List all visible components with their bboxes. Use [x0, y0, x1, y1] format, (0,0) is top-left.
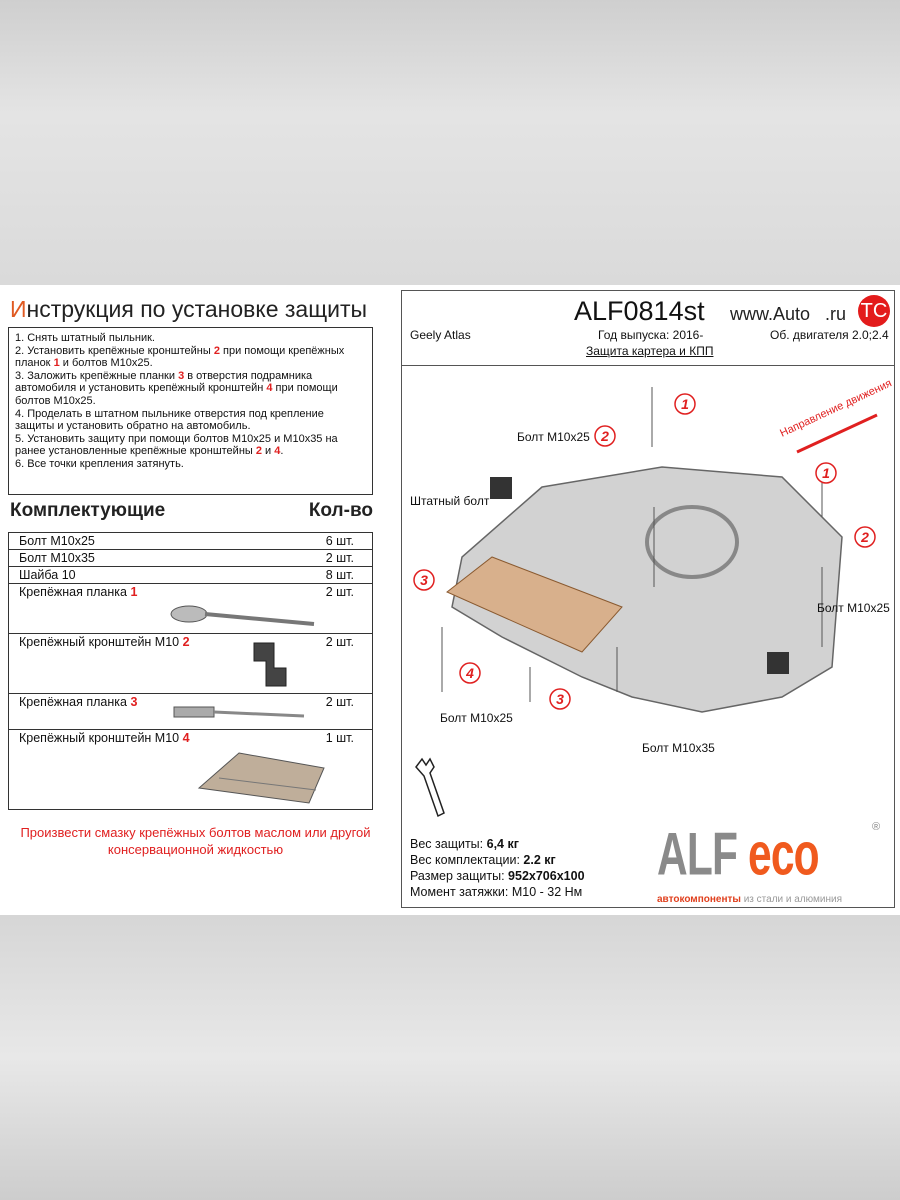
engine-volume: Об. двигателя 2.0;2.4: [770, 328, 889, 342]
mounting-strip-3-image: [173, 706, 305, 718]
divider: [402, 365, 894, 366]
left-column: Инструкция по установке защиты 1. Снять …: [8, 295, 375, 858]
model-year: Год выпуска: 2016-: [598, 328, 704, 342]
protection-type: Защита картера и КПП: [586, 344, 714, 358]
registered-mark: ®: [872, 821, 881, 833]
instruction-step: 2. Установить крепёжные кронштейны 2 при…: [15, 344, 345, 370]
spec-kit-weight: Вес комплектации: 2.2 кг: [410, 853, 556, 867]
instructions-box: 1. Снять штатный пыльник. 2. Установить …: [8, 327, 373, 495]
specs: Вес защиты: 6,4 кг Вес комплектации: 2.2…: [410, 836, 585, 900]
bracket-2-image: [253, 642, 287, 687]
installation-diagram: 1 2 1 2 3 4 3 Направление движения Болт …: [410, 377, 894, 818]
standard-bolt-mount: [490, 477, 512, 499]
lubrication-warning: Произвести смазку крепёжных болтов масло…: [20, 825, 371, 857]
bracket-4-image: [197, 752, 325, 804]
callout-2: 2: [860, 529, 869, 545]
bolt-label: Болт M10x35: [642, 741, 715, 755]
qty-heading: Кол-во: [308, 500, 373, 521]
skid-plate: [451, 466, 843, 713]
callout-4: 4: [465, 665, 474, 681]
callout-1: 1: [822, 465, 830, 481]
bracket-4: [446, 556, 623, 653]
parts-heading: Комплектующие: [10, 500, 166, 521]
alfeco-logo: ALF eco: [657, 820, 820, 888]
diagram-panel: ALF0814st www.Auto .ru TC Geely Atlas Го…: [401, 290, 895, 908]
spec-size: Размер защиты: 952x706x100: [410, 869, 585, 883]
instruction-step: 1. Снять штатный пыльник.: [15, 332, 155, 344]
callout-2: 2: [600, 428, 609, 444]
callout-1: 1: [681, 396, 689, 412]
wrench-icon: [415, 757, 445, 818]
callout-3: 3: [556, 691, 564, 707]
instruction-step: 5. Установить защиту при помощи болтов М…: [15, 432, 338, 458]
standard-bolt-mount: [767, 652, 789, 674]
bolt-label: Болт M10x25: [517, 430, 590, 444]
spec-weight: Вес защиты: 6,4 кг: [410, 837, 519, 851]
product-code: ALF0814st: [574, 296, 705, 326]
logo-tagline: автокомпоненты из стали и алюминия: [657, 894, 843, 905]
website: www.Auto .ru: [730, 304, 847, 324]
direction-label: Направление движения: [778, 377, 894, 439]
blurred-background-bottom: [0, 915, 900, 1200]
direction-arrow: [796, 413, 878, 454]
instruction-step: 3. Заложить крепёжные планки 3 в отверст…: [15, 369, 338, 407]
callout-3: 3: [420, 572, 428, 588]
std-bolt-label: Штатный болт: [410, 494, 490, 508]
bolt-label: Болт M10x25: [817, 601, 890, 615]
page-title: Инструкция по установке защиты: [10, 296, 368, 322]
spec-torque: Момент затяжки: M10 - 32 Нм: [410, 885, 583, 899]
instruction-step: 6. Все точки крепления затянуть.: [15, 457, 184, 470]
blurred-background-top: [0, 0, 900, 285]
bolt-label: Болт M10x25: [440, 711, 513, 725]
parts-headings: Комплектующие Кол-во: [8, 498, 375, 524]
instruction-step: 4. Проделать в штатном пыльнике отверсти…: [15, 407, 324, 433]
autotc-logo: TC: [858, 295, 890, 327]
car-model: Geely Atlas: [410, 328, 471, 342]
mounting-strip-1-image: [170, 605, 315, 626]
instruction-sheet: Инструкция по установке защиты 1. Снять …: [0, 285, 900, 915]
